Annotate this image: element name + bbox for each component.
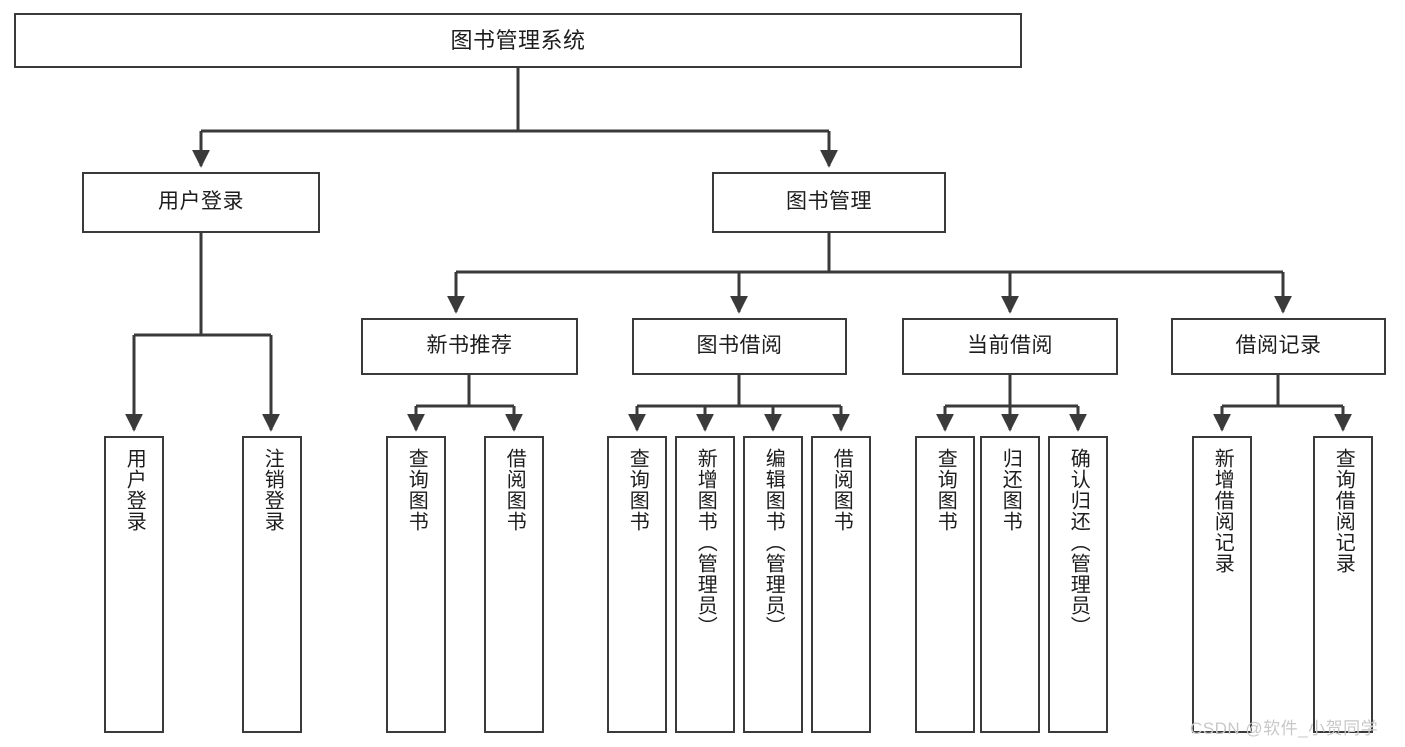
- node-user-login[interactable]: 用户登录: [82, 172, 320, 233]
- node-book-manage[interactable]: 图书管理: [712, 172, 946, 233]
- node-label: 借阅图书: [503, 448, 526, 532]
- node-leaf-borrow-book-2[interactable]: 借阅图书: [811, 436, 871, 733]
- node-new-book-rec[interactable]: 新书推荐: [361, 318, 578, 375]
- node-label: 当前借阅: [967, 334, 1053, 358]
- node-leaf-query-book-2[interactable]: 查询图书: [607, 436, 667, 733]
- node-label: 查询图书: [405, 448, 428, 532]
- node-leaf-edit-book[interactable]: 编辑图书（管理员）: [743, 436, 803, 733]
- node-leaf-borrow-book-1[interactable]: 借阅图书: [484, 436, 544, 733]
- csdn-watermark: CSDN @软件_小贺同学: [1190, 719, 1379, 738]
- node-leaf-query-record[interactable]: 查询借阅记录: [1313, 436, 1373, 733]
- node-label: 图书借阅: [696, 334, 783, 358]
- node-leaf-confirm-return[interactable]: 确认归还（管理员）: [1048, 436, 1108, 733]
- node-label: 图书管理: [786, 190, 872, 214]
- node-label: 用户登录: [123, 448, 146, 532]
- node-current-borrow[interactable]: 当前借阅: [902, 318, 1118, 375]
- node-leaf-logout[interactable]: 注销登录: [242, 436, 302, 733]
- node-label: 借阅记录: [1235, 334, 1322, 358]
- node-leaf-add-record[interactable]: 新增借阅记录: [1192, 436, 1252, 733]
- node-label: 新增借阅记录: [1211, 448, 1234, 574]
- node-label: 新增图书（管理员）: [694, 448, 717, 637]
- node-label: 归还图书: [999, 448, 1022, 532]
- node-leaf-add-book[interactable]: 新增图书（管理员）: [675, 436, 735, 733]
- node-label: 编辑图书（管理员）: [762, 448, 785, 637]
- node-label: 图书管理系统: [450, 27, 586, 53]
- node-label: 用户登录: [158, 190, 244, 214]
- node-leaf-user-login[interactable]: 用户登录: [104, 436, 164, 733]
- node-label: 注销登录: [261, 448, 284, 532]
- node-label: 查询借阅记录: [1332, 448, 1355, 574]
- node-label: 新书推荐: [426, 334, 513, 358]
- node-book-borrow[interactable]: 图书借阅: [632, 318, 847, 375]
- node-leaf-query-book-3[interactable]: 查询图书: [915, 436, 975, 733]
- node-leaf-return-book[interactable]: 归还图书: [980, 436, 1040, 733]
- node-label: 借阅图书: [830, 448, 853, 532]
- node-root-system[interactable]: 图书管理系统: [14, 13, 1022, 68]
- node-label: 查询图书: [626, 448, 649, 532]
- node-leaf-query-book-1[interactable]: 查询图书: [386, 436, 446, 733]
- node-label: 查询图书: [934, 448, 957, 532]
- node-label: 确认归还（管理员）: [1067, 448, 1090, 637]
- node-borrow-record[interactable]: 借阅记录: [1171, 318, 1386, 375]
